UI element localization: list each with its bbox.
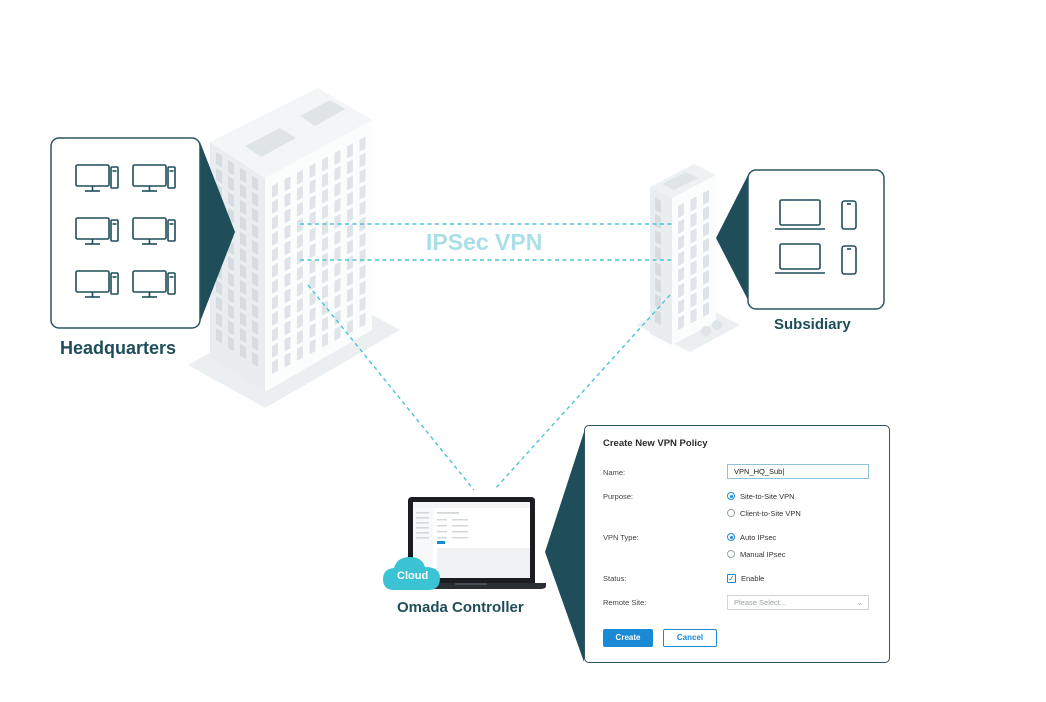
status-option-label: Enable: [741, 573, 765, 583]
status-label: Status:: [603, 574, 627, 583]
cloud-label: Cloud: [397, 570, 429, 582]
vpn-type-option-manual[interactable]: Manual IPsec: [727, 548, 785, 560]
desktop-computer-icon: [132, 164, 176, 192]
vpn-dashed-lines: [300, 223, 672, 491]
remote-site-label: Remote Site:: [603, 598, 647, 607]
controller-label: Omada Controller: [397, 599, 524, 616]
cloud-icon: [383, 557, 440, 590]
dialog-title: Create New VPN Policy: [603, 438, 708, 449]
laptop-icon: [775, 199, 825, 230]
phone-icon: [841, 200, 857, 230]
radio-unselected-icon[interactable]: [727, 509, 735, 517]
headquarters-device-panel: [50, 137, 235, 329]
controller-laptop: [398, 497, 546, 589]
name-label: Name:: [603, 468, 626, 477]
chevron-down-icon: ⌄: [856, 598, 863, 607]
purpose-option-label: Site-to-Site VPN: [740, 491, 795, 501]
desktop-computer-icon: [75, 164, 119, 192]
create-button[interactable]: Create: [603, 629, 653, 647]
ipsec-vpn-label: IPSec VPN: [426, 229, 543, 255]
subsidiary-label: Subsidiary: [774, 316, 851, 333]
checkmark-icon[interactable]: ✓: [727, 573, 736, 583]
radio-selected-icon[interactable]: [727, 492, 735, 500]
cancel-button[interactable]: Cancel: [663, 629, 717, 647]
desktop-computer-icon: [132, 217, 176, 245]
vpn-type-option-label: Auto IPsec: [740, 532, 777, 542]
vpn-type-option-label: Manual IPsec: [740, 549, 786, 559]
vpn-type-option-auto[interactable]: Auto IPsec: [727, 531, 776, 543]
desktop-computer-icon: [75, 270, 119, 298]
purpose-option-site-to-site[interactable]: Site-to-Site VPN: [727, 490, 795, 502]
phone-icon: [841, 245, 857, 275]
radio-unselected-icon[interactable]: [727, 550, 735, 558]
purpose-option-client-to-site[interactable]: Client-to-Site VPN: [727, 507, 801, 519]
name-field[interactable]: VPN_HQ_Sub|: [727, 464, 869, 479]
purpose-option-label: Client-to-Site VPN: [740, 508, 801, 518]
subsidiary-building: [636, 164, 740, 352]
headquarters-building: [188, 88, 400, 408]
desktop-computer-icon: [132, 270, 176, 298]
create-vpn-policy-dialog: Create New VPN Policy Name: VPN_HQ_Sub| …: [584, 425, 890, 663]
remote-site-select[interactable]: Please Select... ⌄: [727, 595, 869, 610]
headquarters-label: Headquarters: [60, 338, 177, 358]
vpn-type-label: VPN Type:: [603, 533, 639, 542]
status-enable-checkbox[interactable]: ✓ Enable: [727, 572, 764, 584]
purpose-label: Purpose:: [603, 492, 634, 501]
remote-site-placeholder: Please Select...: [734, 598, 787, 607]
radio-selected-icon[interactable]: [727, 533, 735, 541]
subsidiary-device-panel: [716, 169, 885, 310]
laptop-icon: [775, 243, 825, 274]
form-pointer: [545, 432, 584, 662]
desktop-computer-icon: [75, 217, 119, 245]
